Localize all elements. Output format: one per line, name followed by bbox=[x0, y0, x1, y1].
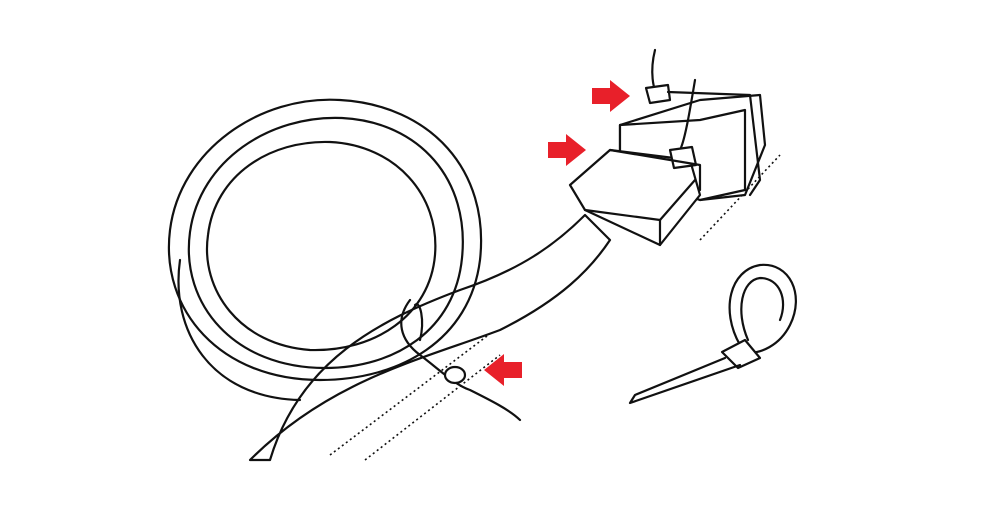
arrow-right-icon bbox=[548, 134, 586, 166]
plug-connector bbox=[568, 93, 767, 247]
arrow-left-icon bbox=[484, 354, 522, 386]
cable-tie-on-cable bbox=[400, 298, 522, 422]
coiled-cable bbox=[167, 98, 612, 462]
surface-guide-lines bbox=[329, 154, 781, 461]
loose-cable-tie bbox=[628, 263, 797, 405]
arrow-right-icon bbox=[592, 80, 630, 112]
connector-cable-ties bbox=[608, 48, 762, 197]
